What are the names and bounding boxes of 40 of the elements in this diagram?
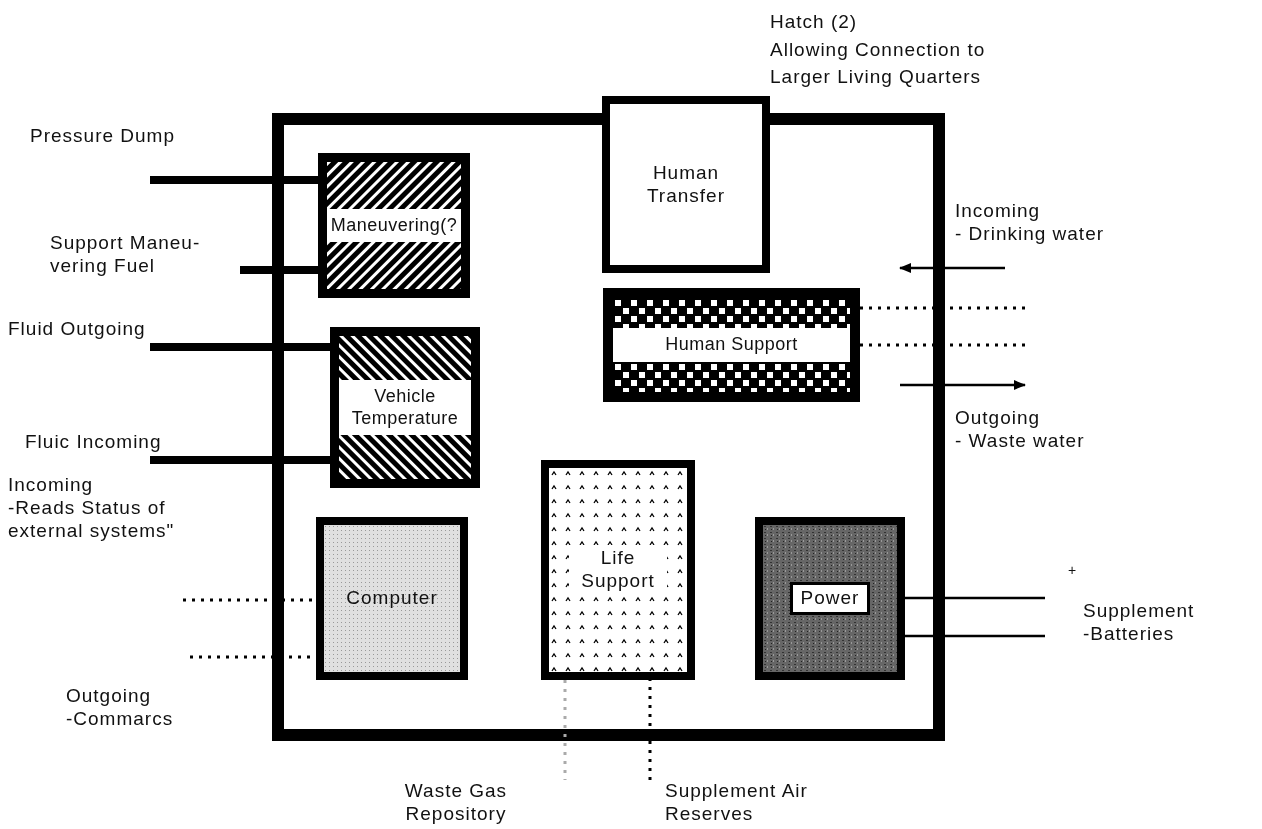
connector-line: [648, 680, 652, 780]
hatch-note: Allowing Connection to Larger Living Quarters: [770, 37, 987, 90]
annotation-text: - Drinking water: [955, 222, 1106, 246]
annotation-text: - Waste water: [955, 429, 1086, 453]
component-label: Human Support: [613, 328, 850, 362]
annotation-text: Supplement Air Reserves: [665, 780, 809, 826]
arrow: [900, 380, 1027, 390]
vehicle-temperature-box: [330, 327, 480, 488]
human-transfer-hatch: [602, 96, 770, 273]
connector-line: [860, 343, 1025, 347]
hatch-note: Hatch (2): [770, 10, 859, 34]
computer-box: [316, 517, 468, 680]
component-label: Human Transfer: [645, 161, 726, 208]
connector-line: [563, 680, 567, 780]
connector-line: [860, 306, 1025, 310]
component-label: Computer: [345, 586, 439, 611]
annotation-text: Supplement: [1083, 600, 1196, 623]
component-label: Vehicle Temperature: [339, 379, 471, 436]
annotation-text: Outgoing: [66, 685, 153, 708]
connector-line: [905, 596, 1045, 600]
annotation-text: Fluid Outgoing: [8, 318, 147, 341]
annotation-text: Pressure Dump: [30, 125, 176, 148]
human-support-box: [603, 288, 860, 402]
arrow: [898, 263, 1005, 273]
power-box: [755, 517, 905, 680]
annotation-text: -Commarcs: [66, 707, 175, 731]
maneuvering-box: [318, 153, 470, 298]
component-label: Power: [789, 582, 871, 615]
annotation-text: Waste Gas Repository: [403, 780, 509, 826]
polarity-mark: +: [1068, 562, 1078, 578]
annotation-text: Fluic Incoming: [25, 431, 163, 454]
annotation-text: Incoming: [8, 474, 95, 497]
annotation-text: -Reads Status of external systems": [8, 496, 176, 543]
connector-line: [905, 634, 1045, 638]
annotation-text: Support Maneu- vering Fuel: [50, 232, 202, 278]
component-label: Maneuvering(?: [327, 208, 461, 243]
annotation-text: Outgoing: [955, 407, 1042, 430]
annotation-text: Incoming: [955, 200, 1042, 223]
annotation-text: -Batteries: [1083, 622, 1176, 646]
life-support-box: [541, 460, 695, 680]
